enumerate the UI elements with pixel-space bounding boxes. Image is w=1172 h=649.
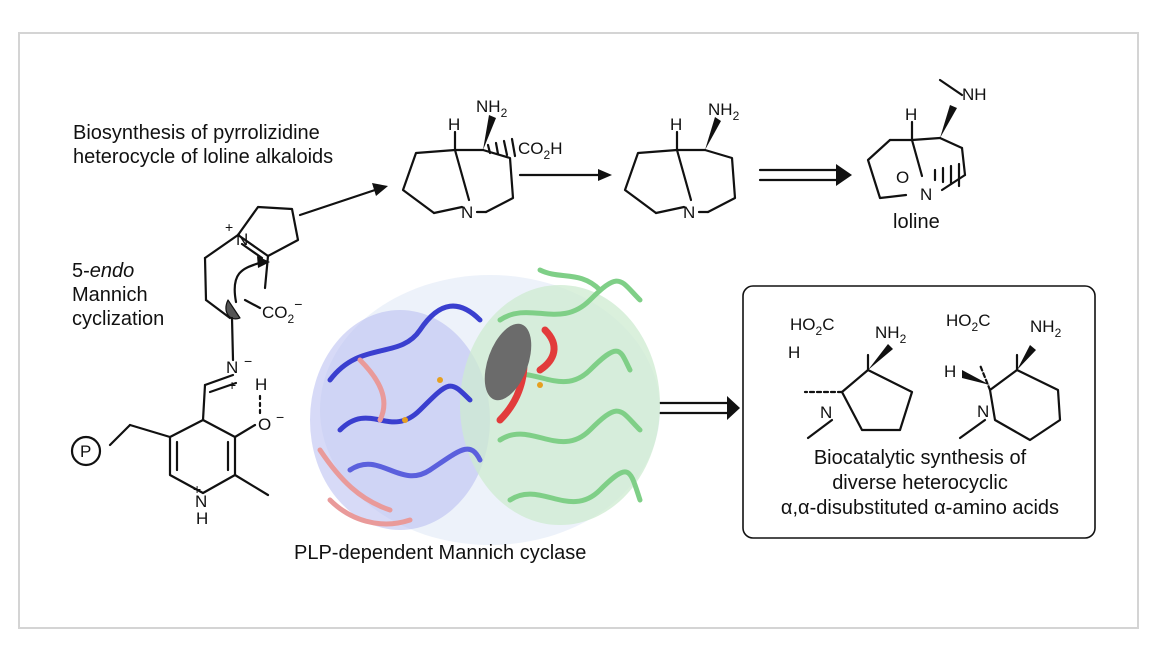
- atom-h-1: H: [448, 115, 460, 134]
- pipecolic-analog-structure: [958, 345, 1062, 442]
- atom-n-1: N: [461, 203, 473, 222]
- atom-n-2: N: [683, 203, 695, 222]
- atom-n-4: N: [236, 230, 248, 249]
- atom-h-5: H: [196, 509, 208, 528]
- atom-co2-minus: CO2−: [262, 296, 302, 326]
- mannich-line-2: Mannich: [72, 284, 148, 306]
- atom-nh2-1: NH2: [476, 97, 508, 120]
- atom-ho2c-1: HO2C: [790, 315, 834, 338]
- box-caption-line-3: α,α-disubstituted α-amino acids: [780, 497, 1060, 519]
- atom-p: P: [80, 442, 91, 461]
- atom-nh2-2: NH2: [708, 100, 740, 123]
- atom-h-4: H: [255, 375, 267, 394]
- atom-n-8: N: [977, 402, 989, 421]
- charge-minus-2: −: [276, 409, 284, 425]
- charge-plus-2: +: [228, 377, 236, 393]
- atom-nh-3: NH: [962, 85, 987, 104]
- atom-ho2c-2: HO2C: [946, 311, 990, 334]
- atom-h-6: H: [788, 343, 800, 362]
- atom-o-4: O: [258, 415, 271, 434]
- enzyme-label: PLP-dependent Mannich cyclase: [294, 542, 587, 564]
- atom-n-6: N: [195, 492, 207, 511]
- atom-n-5: N: [226, 358, 238, 377]
- pyrroline-iminium-structure: [203, 205, 300, 362]
- pyrrolizidine-amine-structure: [623, 117, 737, 215]
- atom-nh2-5: NH2: [875, 323, 907, 346]
- atom-h-2: H: [670, 115, 682, 134]
- mannich-line-3: cyclization: [72, 308, 165, 330]
- atom-h-3: H: [905, 105, 917, 124]
- proline-analog-structure: [803, 344, 914, 440]
- atom-h-7: H: [944, 362, 956, 381]
- atom-n-3: N: [920, 185, 932, 204]
- atom-o-3: O: [896, 168, 909, 187]
- charge-plus-1: +: [225, 219, 233, 235]
- atom-n-7: N: [820, 403, 832, 422]
- atom-co2h-1: CO2H: [518, 139, 562, 162]
- loline-structure: [866, 78, 967, 200]
- plp-pyridine-structure: [70, 373, 270, 497]
- title-line-1: Biosynthesis of pyrrolizidine: [73, 122, 320, 144]
- charge-plus-3: +: [193, 481, 201, 497]
- products-box: [742, 285, 1096, 539]
- box-caption-line-1: Biocatalytic synthesis of: [813, 447, 1027, 469]
- loline-label: loline: [893, 211, 940, 233]
- charge-minus-1: −: [244, 353, 252, 369]
- mannich-line-1: 5-endo: [72, 260, 135, 282]
- atom-nh2-6: NH2: [1030, 317, 1062, 340]
- pyrrolizidine-amino-acid-structure: [401, 115, 517, 215]
- box-caption-line-2: diverse heterocyclic: [832, 472, 1008, 494]
- protein-structure-image: [310, 267, 660, 545]
- phosphate-circle: [70, 435, 102, 467]
- title-line-2: heterocycle of loline alkaloids: [73, 146, 334, 168]
